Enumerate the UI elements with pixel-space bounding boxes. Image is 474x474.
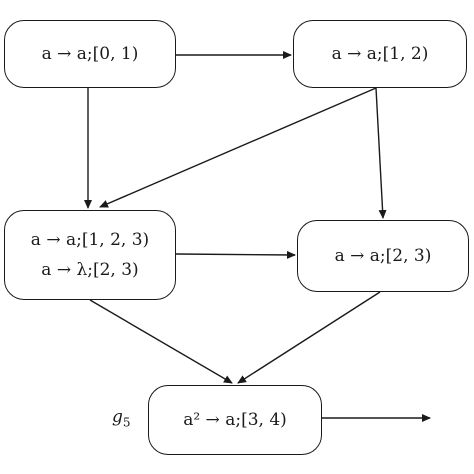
node-4-label: a → a;[2, 3) [334, 245, 432, 266]
node-2-label: a → a;[1, 2) [331, 43, 429, 64]
state-node-5: a² → a;[3, 4) [148, 385, 322, 455]
edge-n2-n4 [375, 87, 387, 219]
node-5-label: a² → a;[3, 4) [183, 409, 287, 430]
state-node-1: a → a;[0, 1) [4, 20, 176, 88]
tag-index: 5 [122, 415, 131, 430]
tag-letter: g [112, 407, 123, 427]
edge-n3-n4 [175, 250, 296, 259]
edge-n2-n3 [99, 87, 377, 208]
state-node-4: a → a;[2, 3) [297, 220, 469, 292]
edge-n3-n5 [89, 299, 233, 384]
state-node-3: a → a;[1, 2, 3) a → λ;[2, 3) [4, 210, 176, 300]
state-node-2: a → a;[1, 2) [293, 20, 467, 88]
edge-n4-n5 [237, 291, 381, 384]
node-5-tag: g5 [112, 407, 131, 429]
node-1-label: a → a;[0, 1) [41, 43, 139, 64]
node-3-label-line2: a → λ;[2, 3) [41, 260, 139, 280]
node-3-label-line1: a → a;[1, 2, 3) [30, 229, 150, 250]
